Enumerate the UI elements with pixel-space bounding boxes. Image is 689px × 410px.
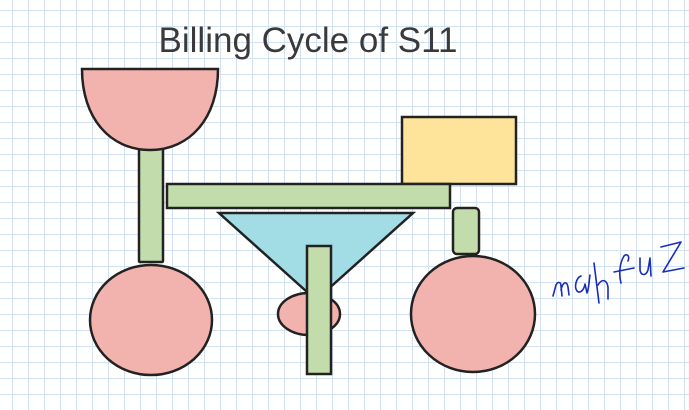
- seat-bowl-shape: [80, 67, 220, 152]
- rear-wheel: [409, 254, 537, 374]
- cargo-box: [400, 115, 518, 186]
- diagram-title: Billing Cycle of S11: [159, 21, 458, 60]
- pedal-post: [305, 244, 333, 376]
- handlebar-stem: [137, 138, 165, 264]
- frame-bar: [165, 182, 452, 210]
- front-wheel: [88, 263, 214, 377]
- rear-stem: [451, 206, 481, 256]
- handwritten-signature: [552, 241, 685, 304]
